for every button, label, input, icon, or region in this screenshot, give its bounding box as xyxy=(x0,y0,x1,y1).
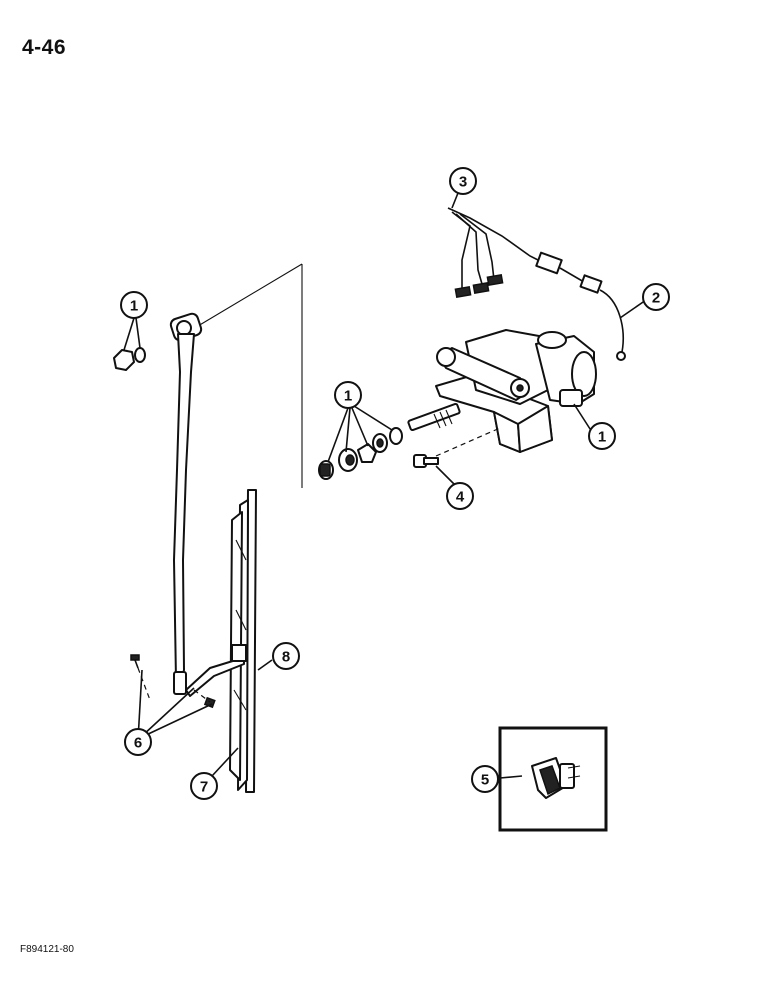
callout-1-shaft: 1 xyxy=(334,381,362,409)
wiper-motor-icon xyxy=(407,329,597,457)
callout-2: 2 xyxy=(642,283,670,311)
callout-7-label: 7 xyxy=(200,779,208,796)
callout-6-label: 6 xyxy=(134,735,142,752)
callout-1-arm-label: 1 xyxy=(130,298,138,315)
wiper-blade-icon xyxy=(185,489,257,793)
callout-1-arm: 1 xyxy=(120,291,148,319)
bolt-icon xyxy=(413,454,439,468)
callout-1-motor-label: 1 xyxy=(598,429,606,446)
callout-4: 4 xyxy=(446,482,474,510)
callout-1-motor: 1 xyxy=(588,422,616,450)
callout-5-label: 5 xyxy=(481,772,489,789)
figure-code: F894121-80 xyxy=(20,944,74,955)
small-screw-icon xyxy=(130,654,216,709)
callout-2-label: 2 xyxy=(652,290,660,307)
callout-3: 3 xyxy=(449,167,477,195)
callout-leaders xyxy=(123,187,647,779)
callout-3-label: 3 xyxy=(459,174,467,191)
callout-1-shaft-label: 1 xyxy=(344,388,352,405)
arm-nut-icon xyxy=(113,347,146,371)
callout-5: 5 xyxy=(471,765,499,793)
callout-8-label: 8 xyxy=(282,649,290,666)
shaft-hardware-icon xyxy=(318,427,403,480)
callout-6: 6 xyxy=(124,728,152,756)
arm-to-shaft-leader xyxy=(197,263,303,488)
wire-harness-icon xyxy=(447,207,626,361)
callout-8: 8 xyxy=(272,642,300,670)
screw-leaders xyxy=(137,667,211,703)
wiper-arm-icon xyxy=(169,312,203,695)
rocker-switch-icon xyxy=(531,757,581,799)
callout-7: 7 xyxy=(190,772,218,800)
callout-4-label: 4 xyxy=(456,489,465,506)
page-number: 4-46 xyxy=(22,36,67,59)
